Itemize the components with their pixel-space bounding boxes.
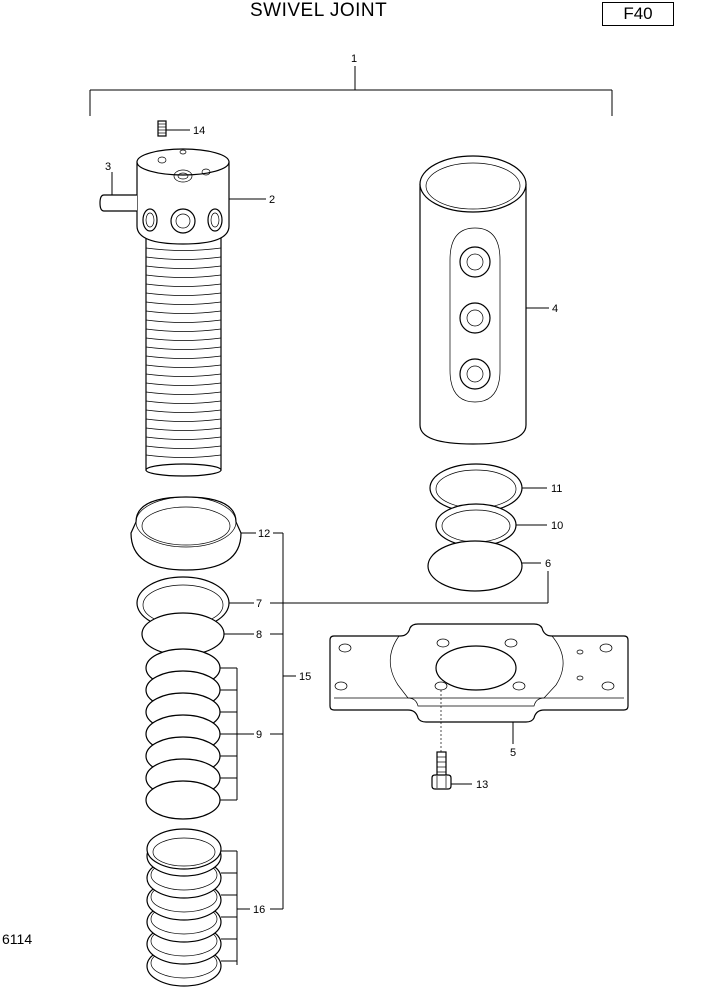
seal-kit-bracket [270,532,548,910]
callout-1: 1 [351,53,357,65]
swivel-shaft-part [136,148,266,477]
shaft-groove-line [145,256,222,260]
shaft-groove-line [145,310,222,314]
shaft-groove-line [145,391,222,395]
stopper-plate-part [329,623,629,752]
shaft-groove-line [145,355,222,359]
shaft-groove-line [145,328,222,332]
callout-4: 4 [552,303,558,315]
shaft-groove-line [145,418,222,422]
shaft-groove-line [145,247,222,251]
shaft-groove-line [145,400,222,404]
drawing-number: 6114 [2,931,33,947]
shaft-groove-line [145,319,222,323]
shaft-groove-line [145,373,222,377]
callout-15: 15 [299,671,311,683]
bolt-part [431,751,472,790]
shaft-groove-line [145,409,222,413]
callout-5: 5 [510,747,516,759]
callout-9: 9 [256,729,262,741]
callout-14: 14 [193,125,205,137]
callout-8: 8 [256,629,262,641]
swivel-hub-part [419,155,549,445]
callout-6: 6 [545,558,551,570]
assembly-bracket [89,66,613,116]
page-code-box: F40 [602,2,674,26]
callout-10: 10 [551,520,563,532]
shaft-groove-line [145,283,222,287]
shaft-groove-line [145,445,222,449]
o-ring-8-part [141,612,254,656]
o-ring-stack-9-part [145,648,254,820]
shaft-groove-line [145,301,222,305]
o-ring-6-part [427,540,549,603]
callout-3: 3 [105,161,111,173]
plug-screw-part [157,120,190,137]
seal-10-part [435,503,547,547]
callout-13: 13 [476,779,488,791]
shaft-groove-line [145,292,222,296]
shaft-groove-line [145,382,222,386]
cover-ring-12-part [130,496,256,571]
shaft-groove-line [145,346,222,350]
callout-11: 11 [551,483,562,495]
callout-2: 2 [269,194,275,206]
shaft-groove-line [145,337,222,341]
shaft-groove-line [145,436,222,440]
shaft-groove-line [145,265,222,269]
page-title: SWIVEL JOINT [250,0,388,21]
pin-part [99,172,137,212]
shaft-groove-line [145,454,222,458]
callout-16: 16 [253,904,265,916]
shaft-groove-line [145,427,222,431]
backup-ring-stack-16-part [146,828,250,987]
callout-7: 7 [256,598,262,610]
shaft-groove-line [145,274,222,278]
shaft-groove-line [145,364,222,368]
callout-12: 12 [258,528,270,540]
